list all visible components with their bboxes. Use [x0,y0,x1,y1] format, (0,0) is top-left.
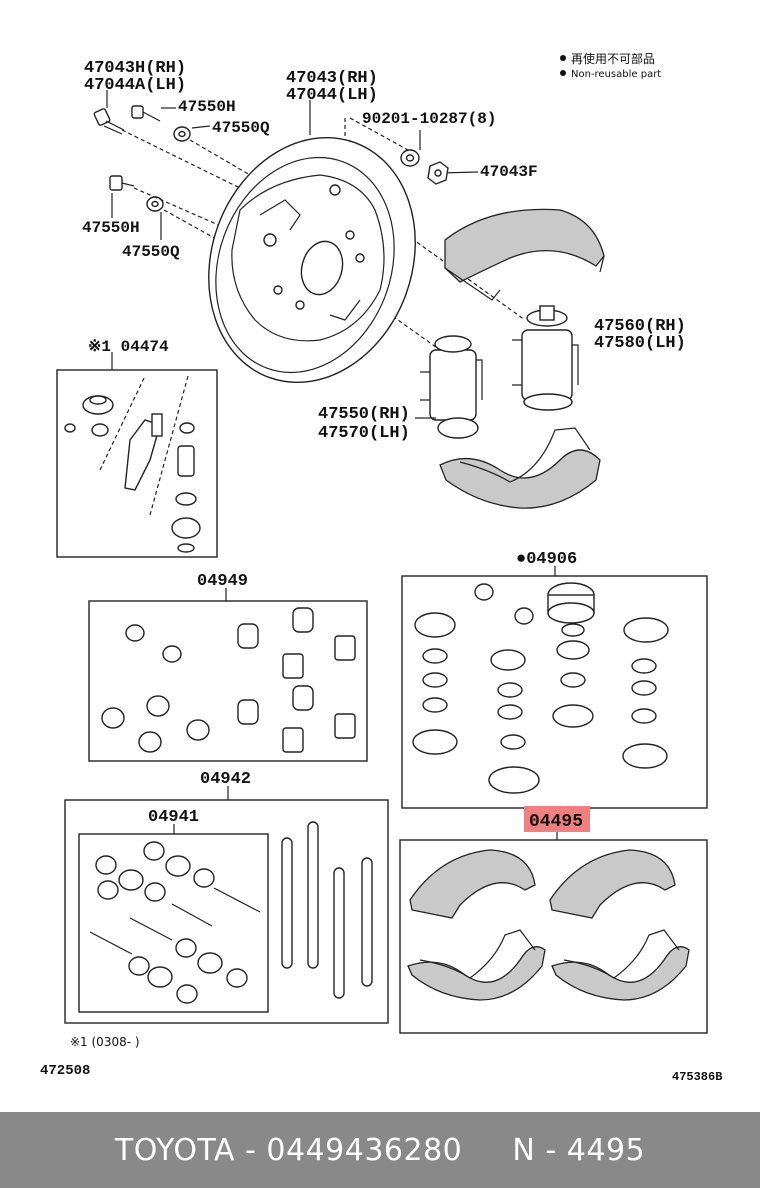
label-47043[interactable]: 47043(RH) [286,69,378,88]
label-47550h-mid[interactable]: 47550H [82,219,140,237]
label-04495-highlight[interactable]: 04495 [524,806,590,832]
bolt-47550h-top [131,105,161,122]
note-applicability: ※1 (0308- ) [70,1035,140,1049]
label-47550q-mid[interactable]: 47550Q [122,243,180,261]
box-04906 [401,566,708,809]
legend: 再使用不可部品 Non-reusable part [560,51,661,80]
parts-diagram: 再使用不可部品 Non-reusable part 47043H(RH) 470… [40,51,722,1084]
label-04474[interactable]: ※1 04474 [88,338,169,356]
label-04495[interactable]: 04495 [529,812,583,832]
label-04941[interactable]: 04941 [148,808,199,827]
box-04942 [64,786,389,1024]
washer-90201 [400,149,420,167]
label-47550rh[interactable]: 47550(RH) [318,405,410,424]
brake-shoe-lower [439,427,601,509]
label-04906[interactable]: ●04906 [516,550,577,569]
nut-47043f [427,161,449,185]
label-47043h[interactable]: 47043H(RH) [84,59,186,78]
label-47550q-top[interactable]: 47550Q [212,119,270,137]
legend-en: Non-reusable part [571,69,661,80]
bolt-47043h [93,108,125,135]
brake-shoe-upper [444,208,605,301]
footer-part-text: TOYOTA - 0449436280 N - 4495 [114,1132,646,1168]
label-47044a[interactable]: 47044A(LH) [84,76,186,95]
wheel-cylinder-47550 [415,335,483,439]
washer-47550q-top [173,126,191,142]
box-04949 [88,588,368,762]
label-90201[interactable]: 90201-10287(8) [362,110,496,128]
bolt-47550h-mid [109,175,135,191]
footer-bar: TOYOTA - 0449436280 N - 4495 [0,1112,760,1188]
label-04949[interactable]: 04949 [197,572,248,591]
legend-ja: 再使用不可部品 [571,51,655,66]
label-47043f[interactable]: 47043F [480,163,538,181]
box-04495 [399,832,708,1034]
box-04474 [56,352,218,558]
label-47570lh[interactable]: 47570(LH) [318,424,410,443]
code-left: 472508 [40,1063,90,1079]
label-04942[interactable]: 04942 [200,770,251,789]
backing-plate [208,136,416,384]
box-04941 [78,824,269,1013]
label-47560[interactable]: 47560(RH) [594,317,686,336]
code-right: 475386B [672,1070,722,1084]
label-47580[interactable]: 47580(LH) [594,334,686,353]
label-47044[interactable]: 47044(LH) [286,86,378,105]
wheel-cylinder-47560 [512,305,579,411]
label-47550h-top[interactable]: 47550H [178,98,236,116]
highlight-rect [524,806,590,832]
